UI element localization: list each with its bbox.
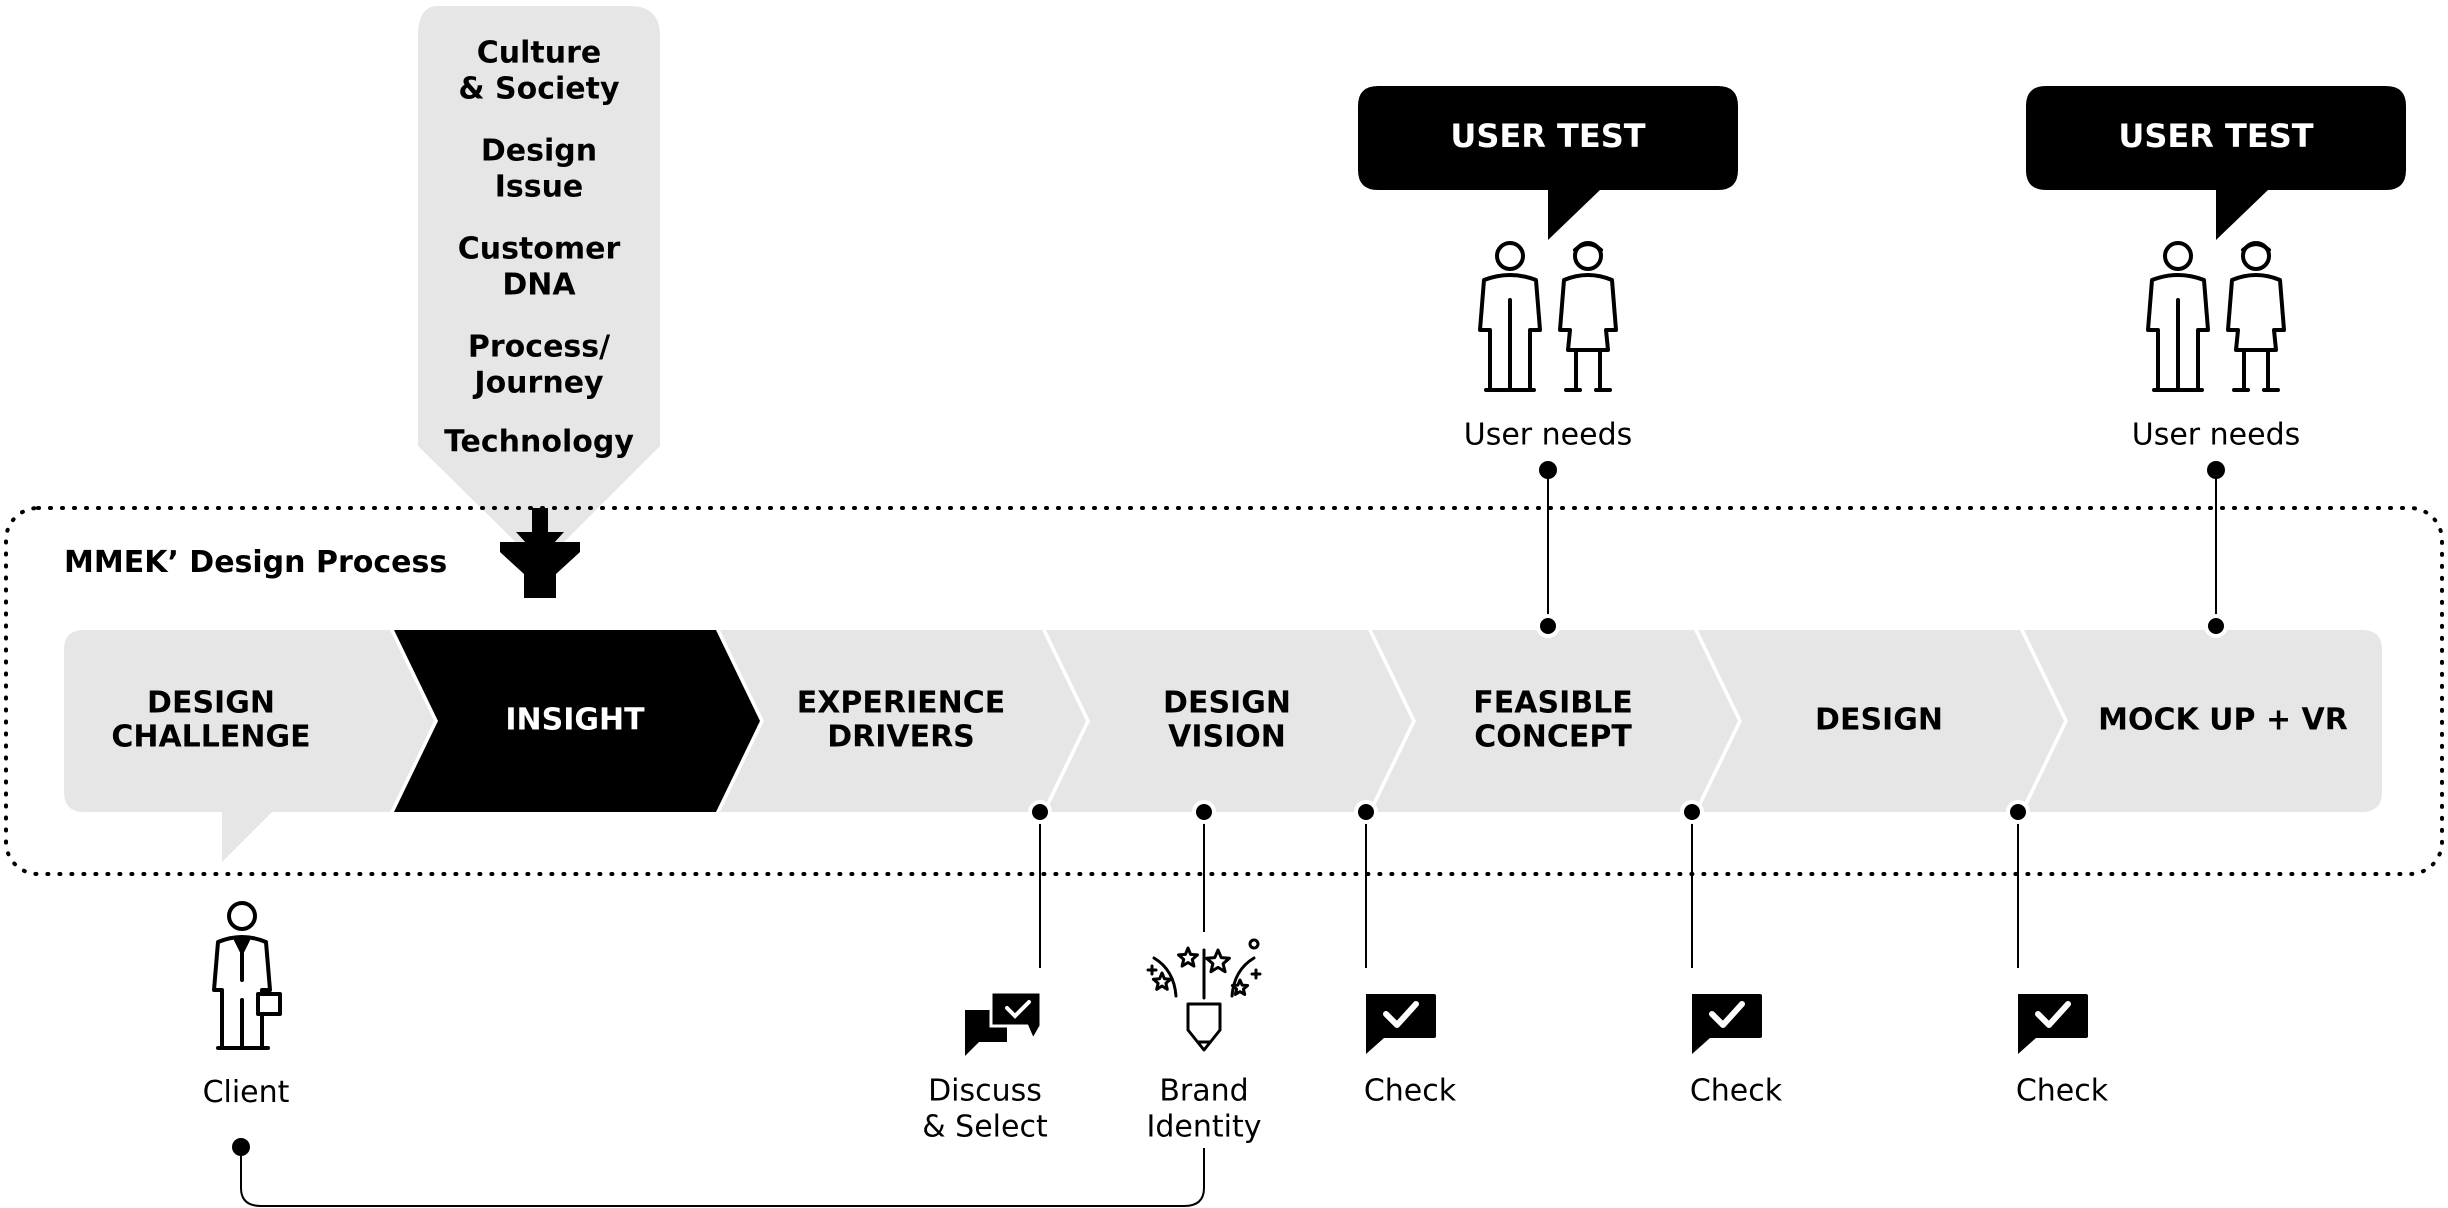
stage-shape [1046,630,1412,812]
user-test-bubble-label: USER TEST [2118,117,2313,155]
user-test-1: USER TEST User needs [1358,86,1738,638]
stage-design-challenge-label-line-1: DESIGN [147,686,275,721]
output-label-line-1: Check [2016,1074,2109,1109]
connector-dot [1192,800,1216,824]
connector-dot [2006,800,2030,824]
stage-mock-up-vr: MOCK UP + VR [2024,630,2382,812]
stage-feasible-concept-label-line-1: FEASIBLE [1473,686,1632,721]
client-brand-bracket [240,1147,1205,1207]
insight-source-3-line-1: Customer [458,232,621,267]
output-5: Check [2006,800,2109,1109]
connector-dot [2207,461,2225,479]
insight-panel-shape [418,6,660,566]
stage-mock-up-vr-label-line-1: MOCK UP + VR [2098,703,2348,738]
stage-design: DESIGN [1698,630,2064,812]
stage-design-challenge-label-line-2: CHALLENGE [111,720,310,755]
output-3: Check [1354,800,1457,1109]
stage-design-label-line-1: DESIGN [1815,703,1943,738]
stage-feasible-concept-label-line-2: CONCEPT [1474,720,1632,755]
user-pair-icon [2146,241,2286,392]
insight-source-1-line-2: & Society [458,72,620,107]
stage-insight: INSIGHT [394,630,760,812]
user-test-bubble [1358,86,1738,240]
connector-dot [1680,800,1704,824]
output-label-line-2: Identity [1147,1110,1262,1145]
output-label-line-1: Check [1690,1074,1783,1109]
connector-dot [1539,461,1557,479]
connector-dot [2204,614,2228,638]
stage-shape [720,630,1086,812]
user-pair-icon [1478,241,1618,392]
stage-insight-label-line-1: INSIGHT [505,703,645,738]
user-tests: USER TEST User needs USER TEST User needs [1358,86,2406,638]
connector-dot [1028,800,1052,824]
client-callout-tail [222,812,272,862]
insight-source: Culture& Society [458,36,620,107]
check-bubble-icon [2018,994,2088,1054]
process-title: MMEK’ Design Process [64,545,447,580]
user-test-bubble-label: USER TEST [1450,117,1645,155]
insight-source-2-line-2: Issue [495,170,584,205]
user-test-label: User needs [1464,418,1633,453]
output-label-line-2: & Select [922,1110,1048,1145]
insight-source-4-line-1: Process/ [468,330,610,365]
output-1: Discuss& Select [922,800,1052,1145]
client-label: Client [203,1075,290,1110]
stage-shape [1372,630,1738,812]
insight-source-2-line-1: Design [481,134,597,169]
stage-shape [2024,630,2382,812]
client-group: Client [203,812,1205,1207]
stage-shape [64,630,434,812]
user-test-2: USER TEST User needs [2026,86,2406,638]
stage-shape [394,630,760,812]
connector-dot [1354,800,1378,824]
pencil-stars-icon [1146,938,1262,1052]
check-bubble-icon [1366,994,1436,1054]
businessman-icon [212,901,282,1050]
check-bubble-icon [1692,994,1762,1054]
output-label-line-1: Brand [1159,1074,1248,1109]
insight-source-5-line-1: Technology [444,425,634,460]
chat-check-icon [965,990,1043,1056]
user-test-label: User needs [2132,418,2301,453]
insight-source-1-line-1: Culture [477,36,602,71]
stage-shape [1698,630,2064,812]
insight-source: Technology [444,425,634,460]
stage-design-vision-label-line-1: DESIGN [1163,686,1291,721]
insight-source: Process/Journey [468,330,610,401]
insight-source-3-line-2: DNA [502,268,576,303]
output-label-line-1: Check [1364,1074,1457,1109]
stage-experience-drivers-label-line-2: DRIVERS [827,720,975,755]
process-container [4,506,2444,876]
output-4: Check [1680,800,1783,1109]
stage-experience-drivers-label-line-1: EXPERIENCE [797,686,1005,721]
funnel-icon [500,508,580,598]
stage-design-vision-label-line-2: VISION [1168,720,1286,755]
user-test-bubble [2026,86,2406,240]
output-label-line-1: Discuss [928,1074,1042,1109]
insight-source-4-line-2: Journey [472,366,604,401]
connector-dot [1536,614,1560,638]
